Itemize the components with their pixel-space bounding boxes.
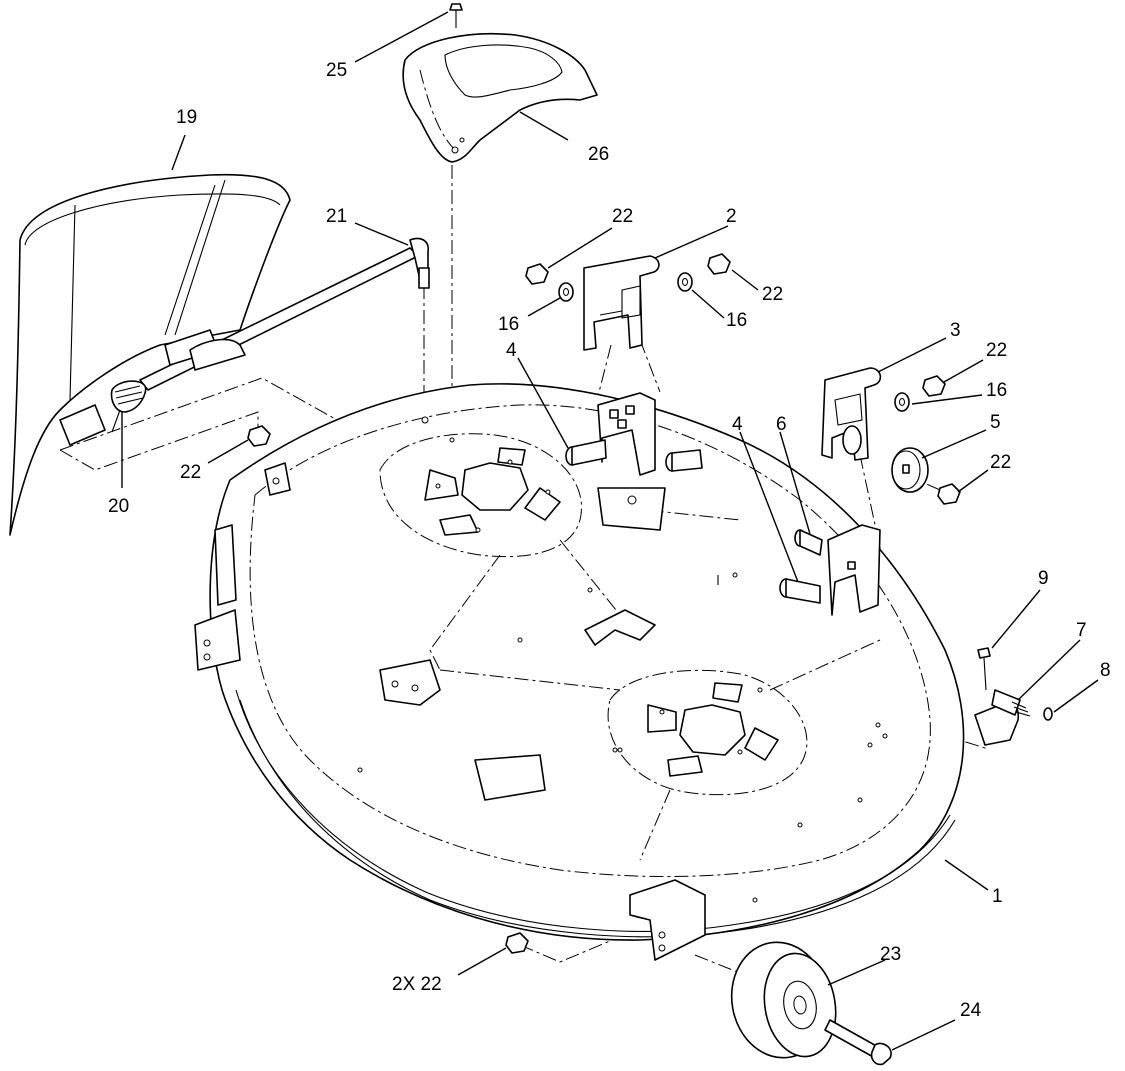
callout-16-upper-right: 16 <box>986 380 1007 401</box>
callout-22-upper-right: 22 <box>986 340 1007 361</box>
callout-19: 19 <box>176 107 197 128</box>
spacer <box>891 447 929 493</box>
lower-spindle <box>607 669 808 796</box>
hinge-brackets <box>59 329 246 446</box>
callout-1: 1 <box>992 886 1003 907</box>
callout-16-right: 16 <box>726 310 747 331</box>
callout-22-top: 22 <box>612 206 633 227</box>
callout-4-right: 4 <box>732 414 743 435</box>
height-bracket-upper <box>583 255 660 351</box>
callout-6: 6 <box>776 414 787 435</box>
callout-20: 20 <box>108 496 129 517</box>
height-bracket-3 <box>821 367 882 461</box>
callout-22-lower-right: 22 <box>990 452 1011 473</box>
height-bracket-rear <box>827 524 881 616</box>
callout-7: 7 <box>1076 620 1087 641</box>
callout-2: 2 <box>726 206 737 227</box>
callout-8: 8 <box>1100 660 1111 681</box>
callout-21: 21 <box>326 206 347 227</box>
cover-bolt <box>449 3 463 28</box>
discharge-deflector <box>9 173 291 536</box>
leader-lines <box>121 11 1099 1051</box>
mower-deck <box>194 383 965 961</box>
torsion-spring <box>110 380 147 433</box>
callout-23: 23 <box>880 944 901 965</box>
callout-5: 5 <box>990 412 1001 433</box>
anti-scalp-wheel <box>730 941 837 1059</box>
callout-4-left: 4 <box>506 340 517 361</box>
callout-9: 9 <box>1038 568 1049 589</box>
nuts-and-washers <box>247 253 961 954</box>
callout-25: 25 <box>326 60 347 81</box>
callout-22-right: 22 <box>762 284 783 305</box>
callout-labels: 25 26 19 21 22 2 16 22 16 4 3 22 16 4 6 … <box>108 60 1111 1021</box>
callout-2x-22: 2X 22 <box>392 974 442 995</box>
callout-16-left: 16 <box>498 314 519 335</box>
belt-cover <box>402 32 598 163</box>
upper-spindle <box>379 433 582 558</box>
axle-bolt <box>824 1019 892 1066</box>
grease-elbow <box>974 647 1053 746</box>
carriage-bolts <box>565 439 823 604</box>
callout-24: 24 <box>960 1000 982 1021</box>
callout-26: 26 <box>588 144 609 165</box>
callout-3: 3 <box>950 320 961 341</box>
callout-22-left: 22 <box>180 462 201 483</box>
